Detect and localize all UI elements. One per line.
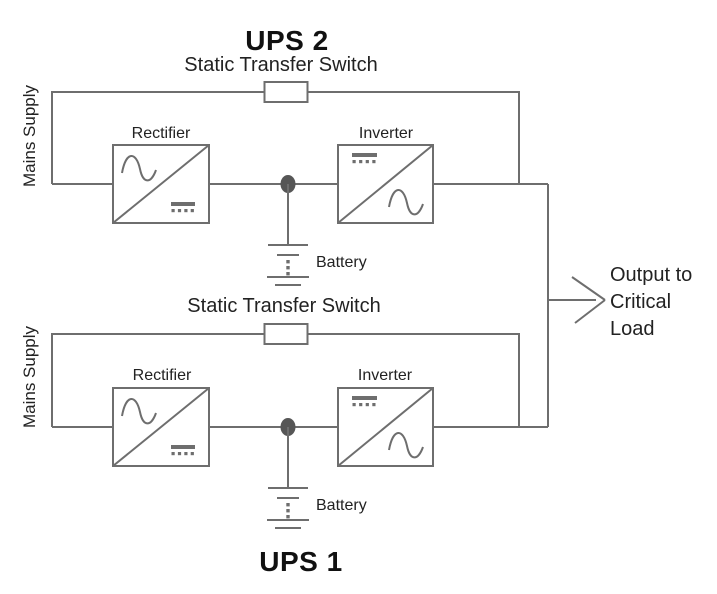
ups1-wires [51, 333, 548, 428]
ups2-battery-label: Battery [316, 254, 367, 271]
output-to-critical-load-label: Output to Critical Load [610, 264, 693, 340]
ups1-battery-label: Battery [316, 497, 367, 514]
ups2-transfer-switch-box [263, 81, 309, 103]
ups1-inverter-symbol [337, 387, 434, 467]
ups2-rectifier-symbol [112, 144, 210, 224]
ups2-inverter-symbol [337, 144, 434, 224]
ups1-inverter-label: Inverter [357, 367, 413, 384]
ups2-static-transfer-switch-label: Static Transfer Switch [184, 54, 378, 76]
ups1-battery-icon [266, 426, 310, 529]
ups2-battery-icon [266, 183, 310, 286]
ups2-inverter-label: Inverter [358, 125, 414, 142]
ups2-wires [51, 91, 548, 185]
ups2-circuit [51, 81, 548, 286]
ups2-rectifier-label: Rectifier [131, 125, 191, 142]
ups1-rectifier-label: Rectifier [132, 367, 192, 384]
ups2-title: UPS 2 [245, 25, 329, 56]
ups1-circuit [51, 323, 548, 529]
ups1-transfer-switch-box [263, 323, 309, 345]
ups2-mains-supply-label: Mains Supply [20, 84, 40, 188]
ups1-static-transfer-switch-label: Static Transfer Switch [187, 295, 381, 317]
ups1-rectifier-symbol [112, 387, 210, 467]
ups1-mains-supply-label: Mains Supply [20, 325, 40, 429]
output-arrow-icon [548, 276, 606, 324]
ups1-title: UPS 1 [259, 546, 343, 577]
